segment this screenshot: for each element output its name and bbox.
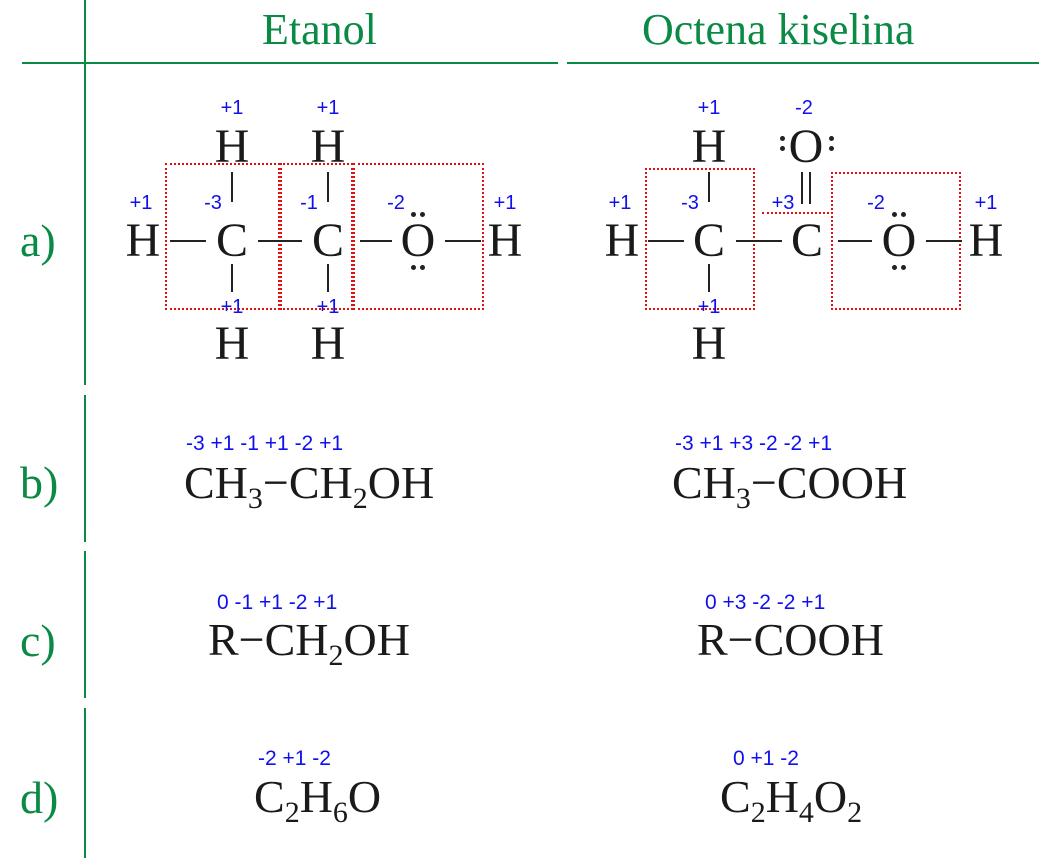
acid-h-left-ox: +1 xyxy=(608,192,632,214)
ethanol-bond-c2-htop xyxy=(327,172,329,202)
column-divider-top xyxy=(84,0,86,385)
acid-o-lone-pair xyxy=(892,212,897,217)
acid-h-top: H xyxy=(691,120,727,173)
acid-bond-c2-o xyxy=(838,240,872,242)
ethanol-bond-c1-hbottom xyxy=(231,264,233,292)
ethanol-h-bottom-2: H xyxy=(310,317,346,370)
ethanol-general-formula: R−CH2OH xyxy=(208,614,410,672)
ethanol-condensed-formula: CH3−CH2OH xyxy=(184,457,435,515)
ethanol-h-bottom-1: H xyxy=(214,317,250,370)
acid-condensed-formula: CH3−COOH xyxy=(672,457,908,515)
acid-bond-c2-o-double xyxy=(809,172,811,204)
ethanol-molecular-ox: -2 +1 -2 xyxy=(258,747,331,770)
column-divider-c xyxy=(84,551,86,698)
ethanol-c2-ox: -1 xyxy=(300,192,318,214)
acid-c1: C xyxy=(692,214,726,267)
ethanol-bond-c1-htop xyxy=(231,172,233,202)
acid-box-c1 xyxy=(645,168,755,310)
acid-general-ox: 0 +3 -2 -2 +1 xyxy=(705,591,826,614)
acid-o-top-lone-pair xyxy=(780,136,785,141)
header-rule-right xyxy=(567,62,1039,64)
acid-h-top-ox: +1 xyxy=(697,97,721,119)
acid-o-top: O xyxy=(788,120,824,173)
ethanol-c2: C xyxy=(311,214,345,267)
ethanol-bond-h-c1 xyxy=(170,240,206,242)
ethanol-o-lone-pair xyxy=(411,265,416,270)
ethanol-h-bottom-2-ox: +1 xyxy=(316,296,340,318)
acid-o-lone-pair xyxy=(892,265,897,270)
acid-h-right-ox: +1 xyxy=(974,192,998,214)
acid-bond-h-c1 xyxy=(648,240,684,242)
ethanol-bond-c2-o xyxy=(360,240,392,242)
row-label-c: c) xyxy=(20,615,56,666)
ethanol-bond-c2-hbottom xyxy=(327,264,329,292)
ethanol-h-top-1: H xyxy=(214,120,250,173)
acid-bond-o-h xyxy=(926,240,962,242)
ethanol-h-left: H xyxy=(125,214,161,267)
ethanol-h-top-1-ox: +1 xyxy=(220,97,244,119)
ethanol-o: O xyxy=(400,214,436,267)
acid-o-top-lone-pair xyxy=(780,146,785,151)
ethanol-h-bottom-1-ox: +1 xyxy=(220,296,244,318)
acid-c2: C xyxy=(790,214,824,267)
acid-bond-c1-htop xyxy=(708,172,710,202)
acid-condensed-ox: -3 +1 +3 -2 -2 +1 xyxy=(675,432,833,455)
column-divider-d xyxy=(84,708,86,858)
header-rule-left xyxy=(22,62,558,64)
header-ethanol: Etanol xyxy=(262,5,377,54)
ethanol-box-c2 xyxy=(280,163,353,310)
ethanol-o-lone-pair xyxy=(411,212,416,217)
ethanol-o-lone-pair xyxy=(420,265,425,270)
ethanol-o-lone-pair xyxy=(420,212,425,217)
ethanol-bond-c1-c2 xyxy=(258,240,302,242)
ethanol-bond-o-h xyxy=(445,240,481,242)
ethanol-box-c1 xyxy=(165,163,280,310)
acid-molecular-formula: C2H4O2 xyxy=(720,771,863,829)
ethanol-molecular-formula: C2H6O xyxy=(254,771,382,829)
acid-bond-c1-hbottom xyxy=(708,264,710,292)
ethanol-box-oh xyxy=(353,163,484,310)
row-label-d: d) xyxy=(20,772,59,823)
column-divider-b xyxy=(84,395,86,542)
ethanol-h-left-ox: +1 xyxy=(129,192,153,214)
acid-bond-c1-c2 xyxy=(736,240,782,242)
ethanol-o-ox: -2 xyxy=(387,192,405,214)
acid-bond-c2-o-double xyxy=(801,172,803,204)
acid-h-left: H xyxy=(604,214,640,267)
acid-general-formula: R−COOH xyxy=(697,614,884,665)
row-label-a: a) xyxy=(20,215,56,266)
acid-o-lone-pair xyxy=(901,212,906,217)
acid-o: O xyxy=(881,214,917,267)
ethanol-c1: C xyxy=(215,214,249,267)
acid-o-ox: -2 xyxy=(867,192,885,214)
ethanol-general-ox: 0 -1 +1 -2 +1 xyxy=(217,591,338,614)
acid-h-bottom-ox: +1 xyxy=(697,296,721,318)
acid-c2-ox: +3 xyxy=(771,192,795,214)
acid-h-right: H xyxy=(968,214,1004,267)
acid-box-c2 xyxy=(762,212,829,218)
acid-o-top-lone-pair xyxy=(829,146,834,151)
ethanol-h-top-2-ox: +1 xyxy=(316,97,340,119)
row-label-b: b) xyxy=(20,457,59,508)
acid-c1-ox: -3 xyxy=(681,192,699,214)
acid-o-lone-pair xyxy=(901,265,906,270)
header-acetic-acid: Octena kiselina xyxy=(642,5,915,54)
acid-molecular-ox: 0 +1 -2 xyxy=(733,747,799,770)
ethanol-c1-ox: -3 xyxy=(204,192,222,214)
acid-o-top-lone-pair xyxy=(829,136,834,141)
ethanol-h-right: H xyxy=(487,214,523,267)
ethanol-h-right-ox: +1 xyxy=(493,192,517,214)
acid-h-bottom: H xyxy=(691,317,727,370)
acid-o-top-ox: -2 xyxy=(795,97,813,119)
ethanol-h-top-2: H xyxy=(310,120,346,173)
ethanol-condensed-ox: -3 +1 -1 +1 -2 +1 xyxy=(186,432,344,455)
